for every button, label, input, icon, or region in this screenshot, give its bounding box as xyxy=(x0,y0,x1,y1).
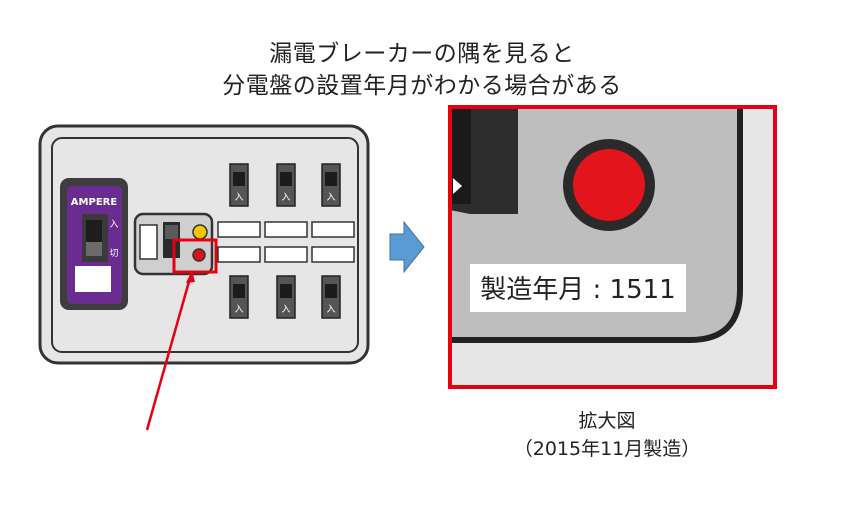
branch-breakers: 入 入 入 入 入 xyxy=(217,163,355,319)
branch-switch: 入 xyxy=(229,275,249,319)
highlight-box-small xyxy=(172,238,218,274)
branch-switch-label: 入 xyxy=(234,192,243,203)
manufacture-date-label: 製造年月 : 1511 xyxy=(480,275,675,305)
headline-line-2: 分電盤の設置年月がわかる場合がある xyxy=(222,73,622,99)
circuit-label-strip xyxy=(264,246,308,263)
branch-switch-label: 入 xyxy=(326,304,335,315)
circuit-label-strip xyxy=(217,246,261,263)
indicator-yellow xyxy=(192,224,208,240)
circuit-label-strip xyxy=(217,221,261,238)
right-arrow-icon xyxy=(389,220,425,274)
caption-zoom-title: 拡大図 xyxy=(578,410,636,432)
headline-line-1: 漏電ブレーカーの隅を見ると xyxy=(269,41,575,67)
ampere-on-label: 入 xyxy=(109,219,118,230)
branch-switch: 入 xyxy=(229,163,249,207)
branch-switch-label: 入 xyxy=(281,192,290,203)
branch-switch-label: 入 xyxy=(234,304,243,315)
branch-switch: 入 xyxy=(276,163,296,207)
indicator-red xyxy=(192,248,206,262)
ampere-breaker: AMPERE 入 切 xyxy=(60,178,128,310)
circuit-label-strip xyxy=(311,221,355,238)
circuit-label-strip xyxy=(311,246,355,263)
ampere-label: AMPERE xyxy=(71,197,118,208)
leakage-breaker xyxy=(133,212,218,276)
zoom-view: 製造年月 : 1511 xyxy=(448,105,777,389)
highlight-box-zoom xyxy=(448,105,777,389)
pointer-arrow-head xyxy=(186,270,195,283)
caption-zoom-date: （2015年11月製造） xyxy=(513,438,701,460)
ampere-off-label: 切 xyxy=(109,248,118,259)
branch-switch: 入 xyxy=(321,163,341,207)
pointer-arrow xyxy=(145,277,192,431)
branch-switch: 入 xyxy=(276,275,296,319)
branch-switch-label: 入 xyxy=(326,192,335,203)
branch-switch: 入 xyxy=(321,275,341,319)
branch-switch-label: 入 xyxy=(281,304,290,315)
circuit-label-strip xyxy=(264,221,308,238)
